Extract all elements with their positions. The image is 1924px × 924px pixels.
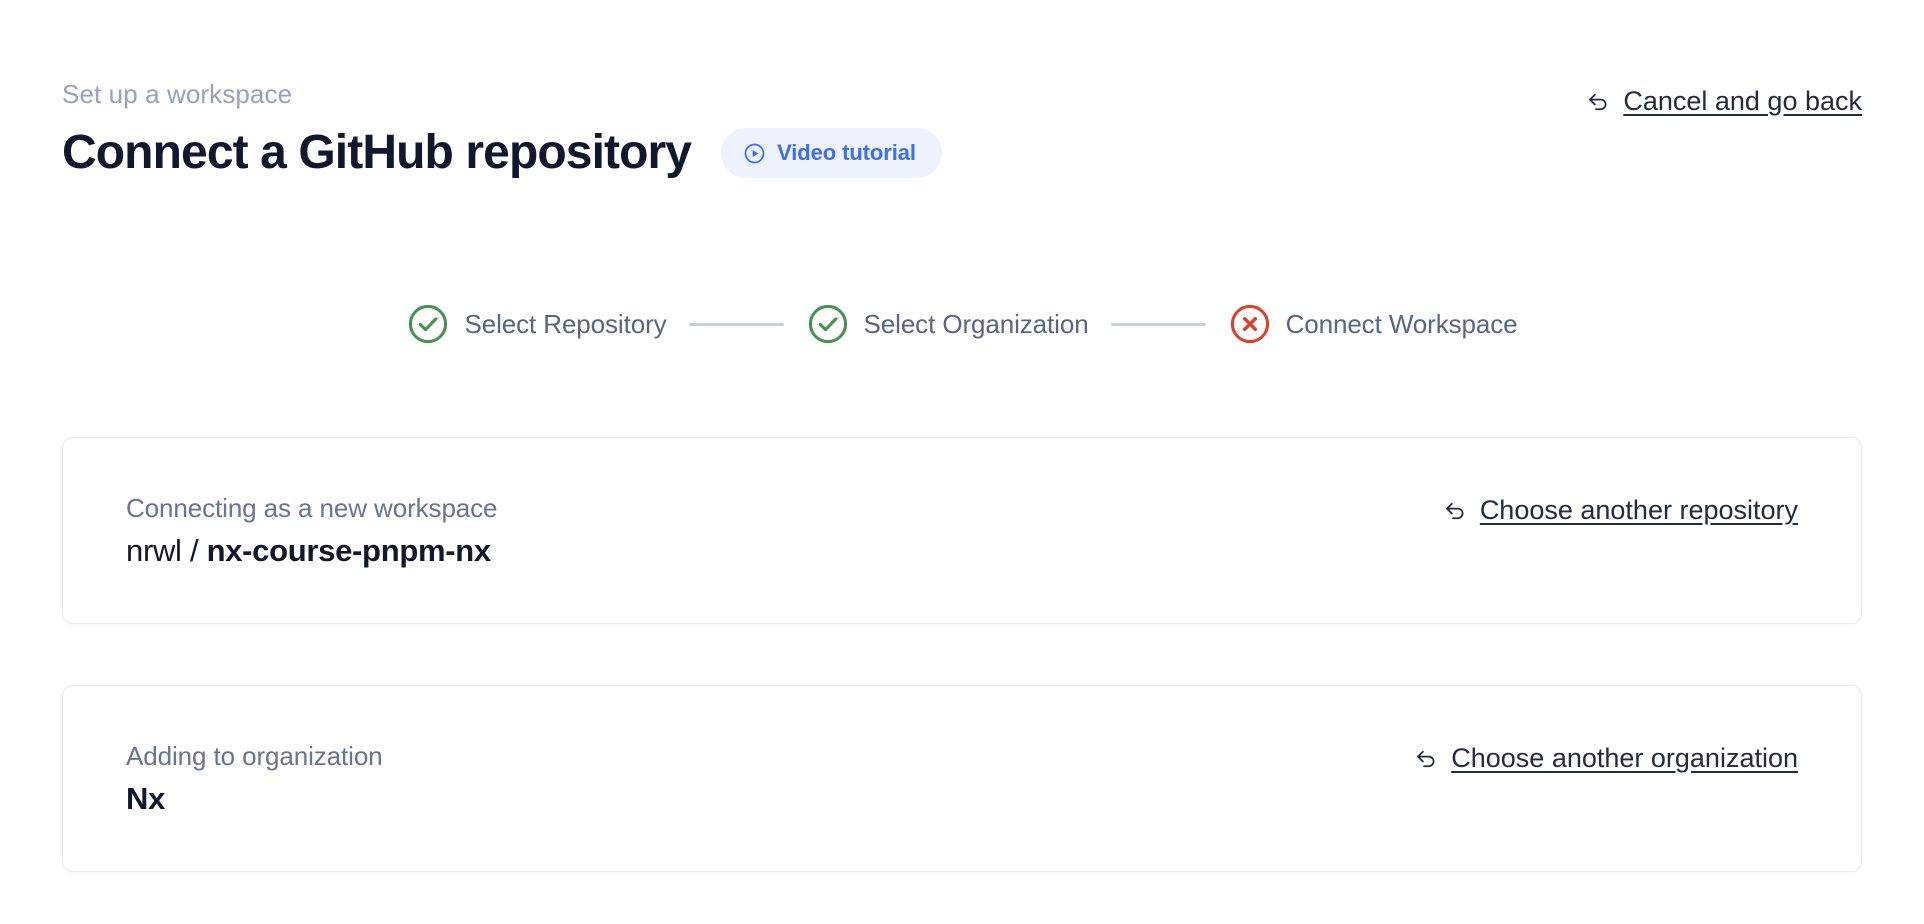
- repository-card: Connecting as a new workspace nrwl / nx-…: [62, 437, 1862, 624]
- organization-card: Adding to organization Nx Choose another…: [62, 685, 1862, 872]
- repository-name: nx-course-pnpm-nx: [206, 532, 492, 568]
- repository-owner: nrwl /: [126, 532, 207, 568]
- stepper-step-connect-workspace[interactable]: Connect Workspace: [1228, 302, 1518, 346]
- choose-another-repository-link[interactable]: Choose another repository: [1443, 493, 1798, 527]
- arrow-uturn-left-icon: [1586, 89, 1611, 114]
- repository-card-value: nrwl / nx-course-pnpm-nx: [126, 532, 497, 570]
- repository-card-text: Connecting as a new workspace nrwl / nx-…: [126, 492, 498, 570]
- page-header: Set up a workspace Connect a GitHub repo…: [62, 78, 1862, 182]
- video-tutorial-label: Video tutorial: [777, 140, 916, 165]
- arrow-uturn-left-icon: [1443, 498, 1468, 523]
- stepper-label-connect-workspace: Connect Workspace: [1285, 309, 1518, 339]
- choose-another-organization-link[interactable]: Choose another organization: [1414, 741, 1798, 775]
- stepper-label-select-repository: Select Repository: [464, 309, 667, 339]
- repository-card-caption: Connecting as a new workspace: [126, 492, 498, 523]
- choose-another-repository-label: Choose another repository: [1479, 495, 1798, 525]
- cancel-and-go-back-label: Cancel and go back: [1623, 86, 1862, 116]
- choose-another-organization-label: Choose another organization: [1451, 743, 1798, 773]
- stepper-step-select-repository[interactable]: Select Repository: [406, 302, 667, 346]
- check-circle-icon: [406, 302, 450, 346]
- organization-card-text: Adding to organization Nx: [126, 740, 383, 818]
- title-row: Connect a GitHub repository Video tutori…: [62, 124, 1862, 182]
- stepper-label-select-organization: Select Organization: [863, 309, 1089, 339]
- check-circle-icon: [806, 302, 850, 346]
- page-title: Connect a GitHub repository: [62, 126, 692, 179]
- organization-card-caption: Adding to organization: [126, 740, 383, 771]
- progress-stepper: Select Repository Select Organization Co…: [0, 302, 1924, 346]
- organization-name: Nx: [126, 780, 166, 816]
- stepper-connector-1: [688, 322, 784, 326]
- x-circle-icon: [1228, 302, 1272, 346]
- arrow-uturn-left-icon: [1414, 746, 1439, 771]
- stepper-connector-2: [1110, 322, 1206, 326]
- breadcrumb-eyebrow: Set up a workspace: [62, 79, 293, 109]
- play-circle-icon: [743, 142, 766, 165]
- video-tutorial-button[interactable]: Video tutorial: [721, 128, 942, 178]
- cancel-and-go-back-link[interactable]: Cancel and go back: [1586, 84, 1862, 118]
- stepper-step-select-organization[interactable]: Select Organization: [806, 302, 1089, 346]
